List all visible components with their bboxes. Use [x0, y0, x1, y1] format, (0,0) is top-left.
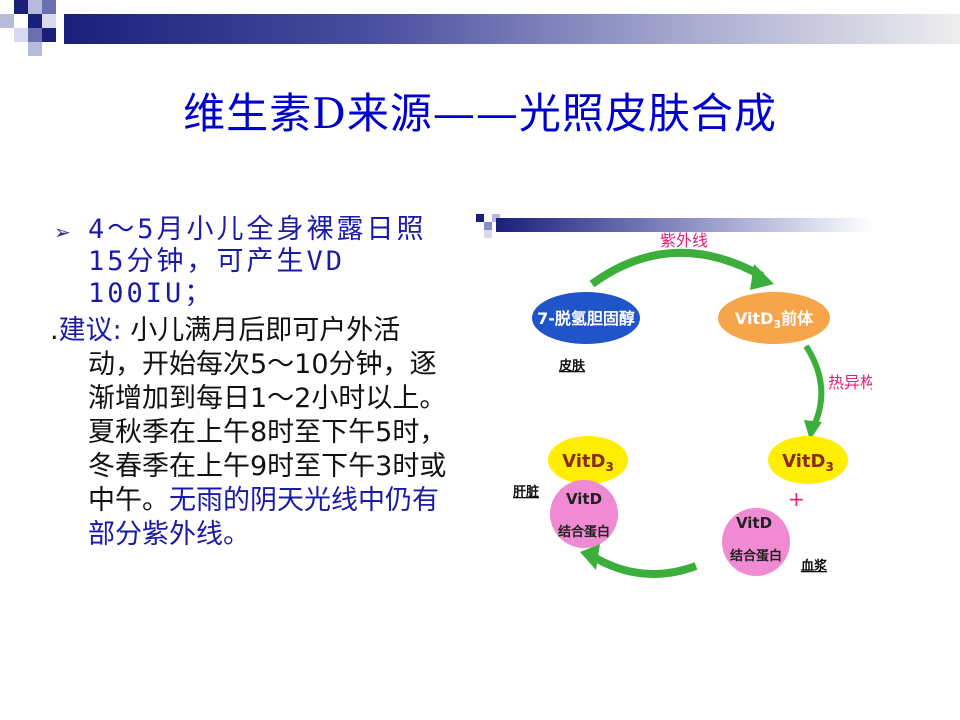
bullet-2-lead: 建议	[58, 315, 113, 346]
liver-label: 肝脏	[513, 484, 539, 500]
return-arrow-icon	[589, 552, 698, 578]
vitd3-plasma-label: VitD3	[782, 451, 834, 474]
uv-arrow-icon	[589, 248, 764, 288]
deco-square	[28, 42, 42, 56]
top-decoration	[0, 0, 960, 60]
vitd3-precursor-label: VitD3前体	[735, 309, 814, 331]
plasma-vitd-label: VitD	[736, 514, 772, 532]
vitd3-precursor-node	[718, 292, 830, 344]
uv-arrowhead-icon	[750, 264, 774, 290]
bullet-2-colon: :	[112, 315, 131, 346]
diagram-deco-square	[476, 214, 484, 222]
vitd3-liver-label: VitD3	[562, 451, 614, 474]
bullet-2-prefix: .	[50, 315, 59, 346]
cycle-svg: 紫外线 热异构 7-脱氢胆固醇 皮肤 VitD3前体 VitD3 + VitD …	[476, 214, 876, 578]
liver-protein-label: 结合蛋白	[558, 524, 610, 540]
skin-label: 皮肤	[558, 358, 586, 374]
vitd3-liver-node	[548, 436, 628, 484]
plasma-label: 血浆	[801, 558, 828, 574]
deco-square	[42, 14, 56, 28]
precursor-node	[532, 292, 640, 344]
uv-label: 紫外线	[660, 231, 708, 250]
vitd3-plasma-node	[768, 436, 848, 484]
deco-square	[28, 28, 42, 42]
isomer-arrowhead-icon	[804, 420, 822, 440]
diagram-gradient-bar	[496, 218, 872, 232]
deco-square	[28, 0, 42, 14]
bullet-2-blue: 无雨的阴天光线中仍有部分紫外线。	[88, 485, 439, 550]
deco-square	[28, 14, 42, 28]
bullet-2-body: 小儿满月后即可户外活动，开始每次5～10分钟，逐渐增加到每日1～2小时以上。夏秋…	[88, 315, 447, 516]
diagram-deco-square	[484, 222, 492, 230]
isomer-arrow-icon	[803, 344, 825, 428]
liver-vitd-label: VitD	[566, 490, 602, 508]
bullet-arrow-icon: ➢	[54, 220, 71, 244]
deco-square	[0, 14, 14, 28]
deco-square	[42, 0, 56, 14]
vitamin-d-cycle-diagram: 紫外线 热异构 7-脱氢胆固醇 皮肤 VitD3前体 VitD3 + VitD …	[472, 206, 876, 586]
precursor-label: 7-脱氢胆固醇	[537, 309, 635, 328]
liver-binding-node	[550, 480, 618, 548]
deco-square	[14, 28, 28, 42]
text-block: ➢ 4～5月小儿全身裸露日照15分钟，可产生VD 100IU； .建议: 小儿满…	[50, 214, 450, 552]
bullet-2: .建议: 小儿满月后即可户外活动，开始每次5～10分钟，逐渐增加到每日1～2小时…	[50, 314, 450, 552]
deco-square	[14, 0, 28, 14]
plasma-protein-label: 结合蛋白	[730, 548, 782, 564]
page-title: 维生素D来源——光照皮肤合成	[183, 89, 777, 138]
isomer-label: 热异构	[828, 373, 872, 392]
top-gradient-bar	[64, 14, 960, 44]
deco-square	[42, 28, 56, 42]
bullet-1-text: 4～5月小儿全身裸露日照15分钟，可产生VD 100IU；	[88, 214, 427, 309]
bullet-1: ➢ 4～5月小儿全身裸露日照15分钟，可产生VD 100IU；	[50, 214, 450, 310]
diagram-deco-square	[484, 230, 492, 238]
plasma-binding-node	[722, 508, 790, 576]
plus-sign: +	[788, 487, 805, 511]
return-arrowhead-icon	[580, 544, 600, 570]
